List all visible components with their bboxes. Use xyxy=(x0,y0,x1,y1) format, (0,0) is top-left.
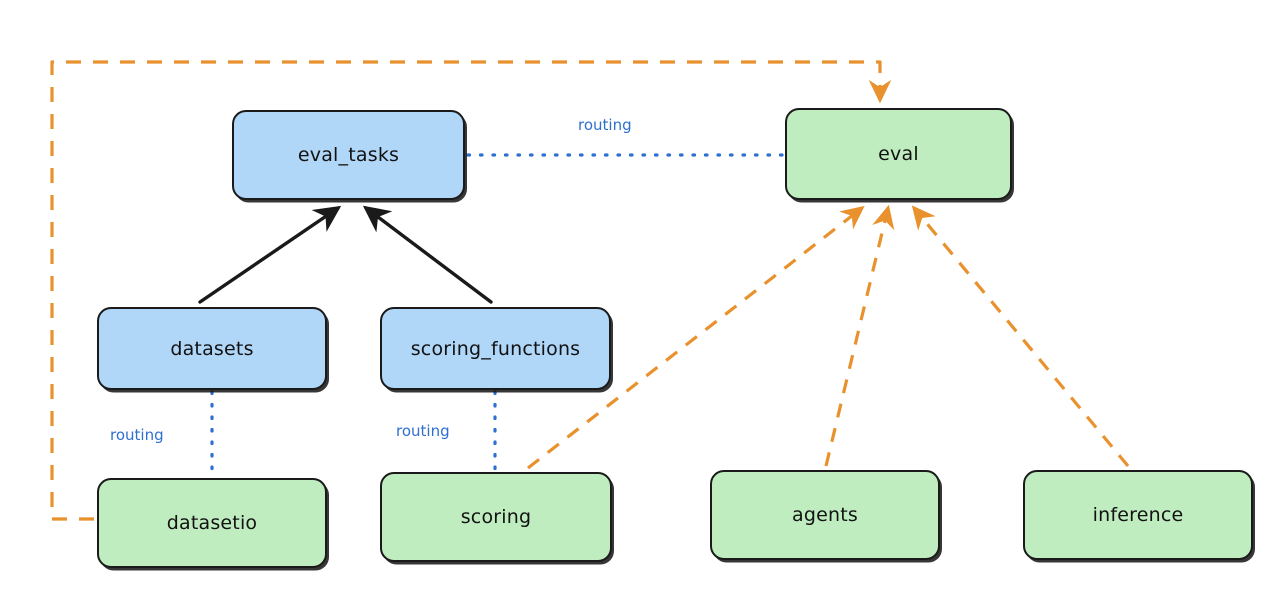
node-label-eval-tasks: eval_tasks xyxy=(297,144,400,166)
edge-scoring-functions-to-eval-tasks xyxy=(362,205,493,304)
node-eval[interactable]: eval xyxy=(785,108,1012,200)
node-inference[interactable]: inference xyxy=(1023,470,1253,560)
node-label-eval: eval xyxy=(878,143,919,165)
node-label-scoring-functions: scoring_functions xyxy=(410,337,581,360)
edge-label-routing-eval-tasks: routing xyxy=(578,116,632,134)
node-label-agents: agents xyxy=(792,504,858,526)
edge-label-routing-datasets: routing xyxy=(110,426,164,444)
edge-inference-to-eval xyxy=(911,205,1130,468)
node-datasets[interactable]: datasets xyxy=(97,307,327,390)
node-scoring-functions[interactable]: scoring_functions xyxy=(380,307,611,390)
node-label-inference: inference xyxy=(1092,504,1184,526)
node-label-datasets: datasets xyxy=(170,337,254,360)
edge-agents-to-eval xyxy=(824,204,895,467)
node-agents[interactable]: agents xyxy=(710,470,940,560)
node-label-scoring: scoring xyxy=(460,506,532,528)
edge-label-routing-scoring-functions: routing xyxy=(396,422,450,440)
composition-edges xyxy=(198,205,493,304)
node-eval-tasks[interactable]: eval_tasks xyxy=(232,110,465,200)
node-datasetio[interactable]: datasetio xyxy=(97,478,327,568)
edge-datasetio-to-eval xyxy=(50,60,892,521)
node-scoring[interactable]: scoring xyxy=(380,472,612,562)
edge-datasets-to-eval-tasks xyxy=(198,205,342,304)
node-label-datasetio: datasetio xyxy=(166,512,258,534)
